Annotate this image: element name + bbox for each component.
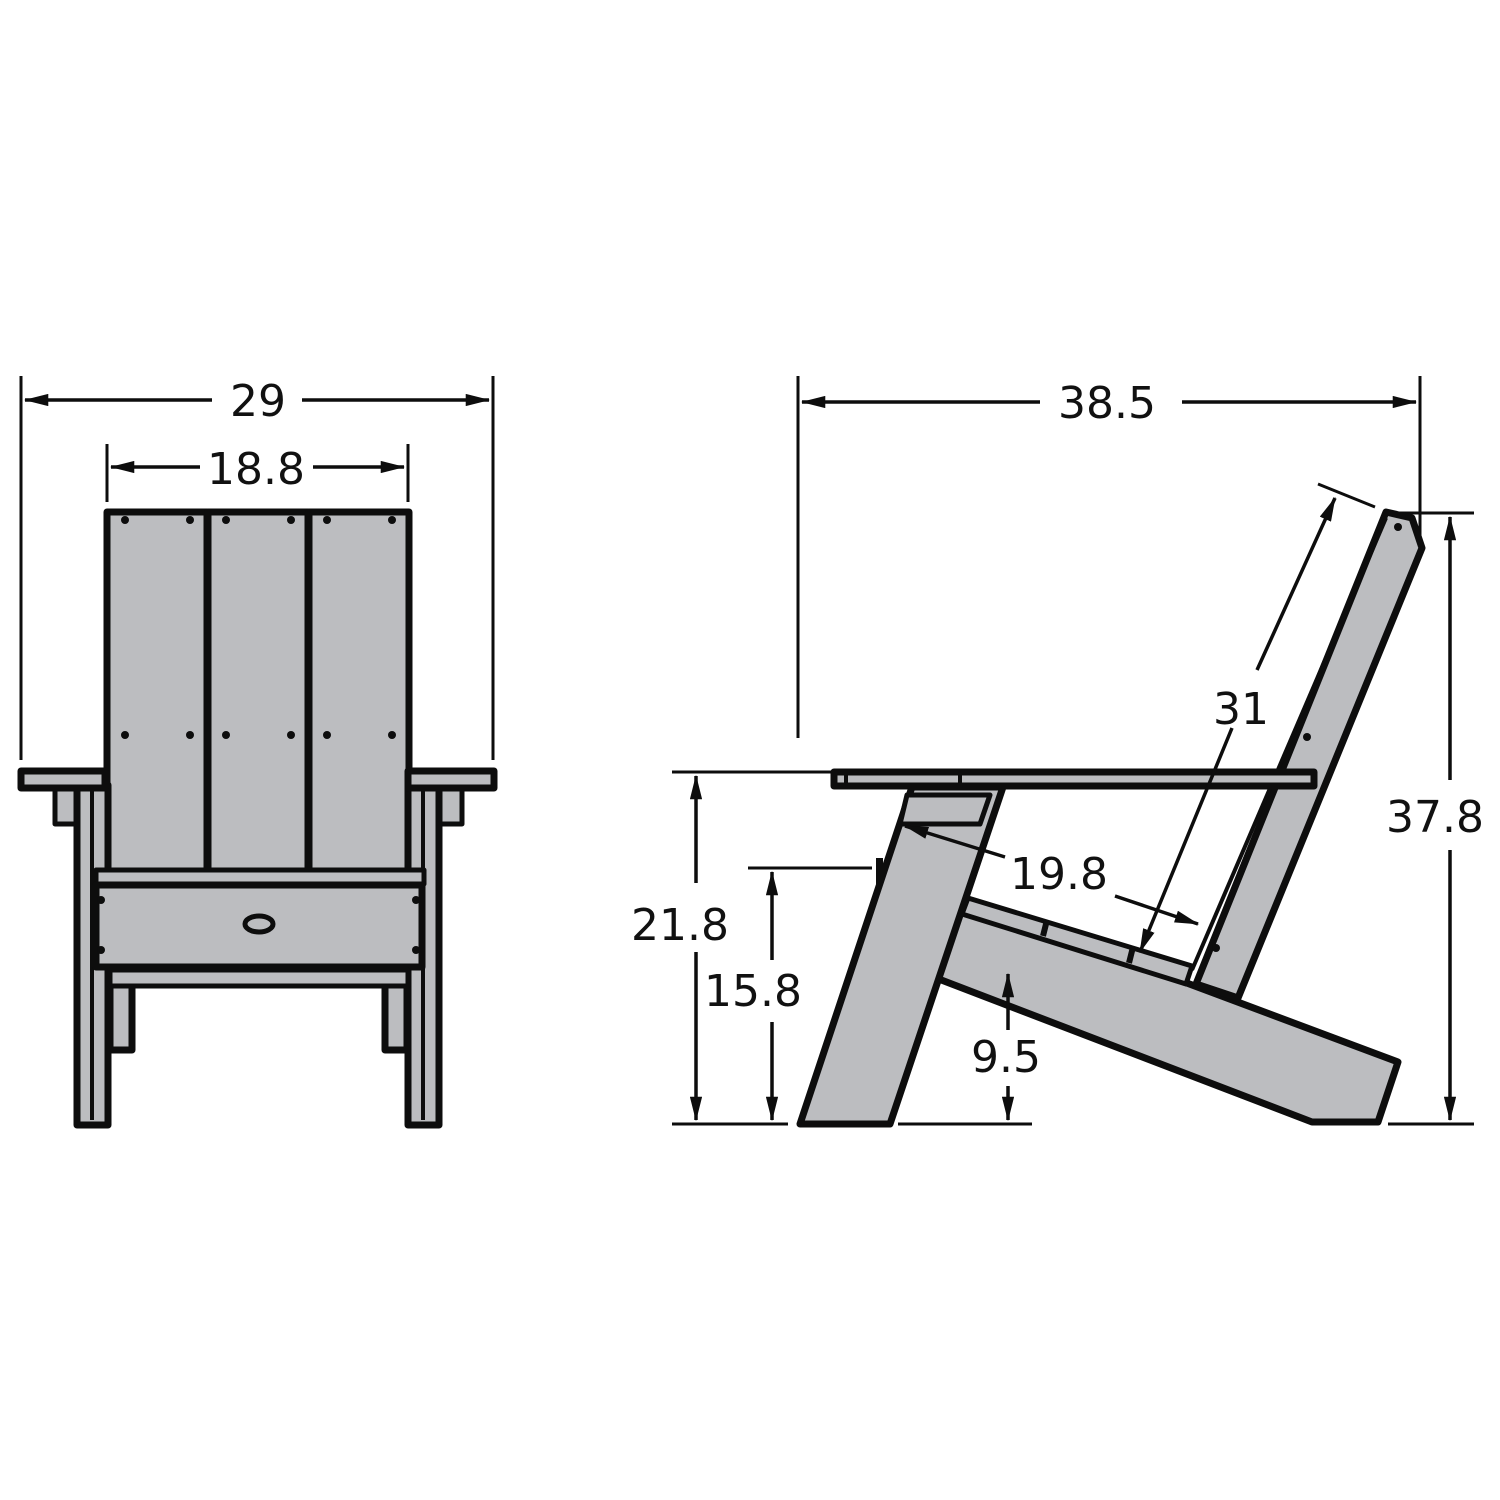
dimension-back-width: 18.8 [109, 444, 406, 495]
dim-label-18-8: 18.8 [207, 444, 305, 495]
dim-label-15-8: 15.8 [704, 966, 802, 1017]
dim-label-38-5: 38.5 [1058, 378, 1156, 429]
back-post [1192, 508, 1426, 1002]
armrest-left [17, 767, 109, 792]
dim-label-21-8: 21.8 [631, 900, 729, 951]
arm-bracket-right [437, 785, 465, 827]
dimension-seat-rear-height: 9.5 [971, 972, 1041, 1122]
dimension-arm-height: 21.8 [631, 774, 729, 1122]
dimension-overall-width: 29 [23, 376, 491, 427]
extension-line-back-top [1317, 482, 1376, 509]
apron-screws [97, 896, 420, 954]
back-slat-3 [305, 508, 413, 881]
dim-label-19-8: 19.8 [1010, 849, 1108, 900]
dimension-seat-front-height: 15.8 [704, 870, 802, 1122]
armrest-right [404, 767, 498, 792]
back-slat-screws [121, 516, 396, 739]
lower-stretcher [107, 967, 411, 989]
rear-runner [906, 896, 1402, 1126]
back-slat-edge [1190, 517, 1388, 971]
handle-hole-icon [242, 913, 276, 935]
dimension-overall-depth: 38.5 [800, 378, 1418, 429]
front-view: 29 18.8 [17, 376, 498, 1129]
dim-label-29: 29 [230, 376, 286, 427]
arm-support-block [897, 792, 993, 827]
back-slat-1 [103, 508, 211, 881]
back-slat-2 [204, 508, 312, 881]
armrest-side [830, 768, 1318, 790]
dimension-overall-height: 37.8 [1386, 515, 1484, 1122]
dim-label-37-8: 37.8 [1386, 792, 1484, 843]
front-apron [92, 881, 426, 971]
dimension-seat-depth: 19.8 [903, 824, 1200, 926]
seat-bracket [876, 858, 883, 884]
dim-label-9-5: 9.5 [971, 1032, 1041, 1083]
dim-label-31: 31 [1213, 684, 1269, 735]
dimension-back-height: 31 [1138, 496, 1337, 954]
side-view: 38.5 37.8 31 19.8 21.8 [631, 376, 1484, 1128]
